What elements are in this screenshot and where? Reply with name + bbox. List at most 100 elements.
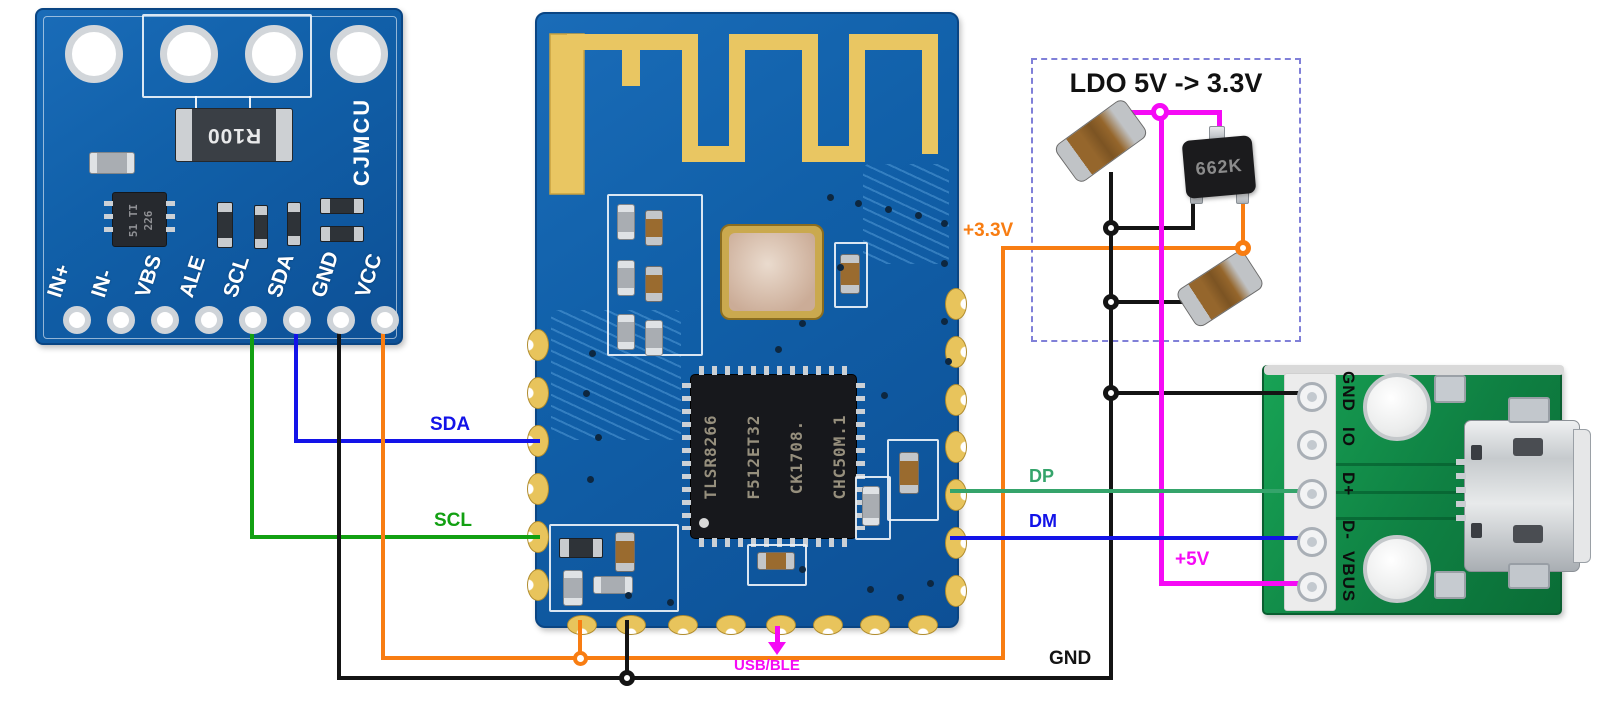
wire-33v-bottom-rail [381, 656, 1005, 660]
usb-pad-gnd [1297, 382, 1327, 412]
junction-5v [1151, 103, 1169, 121]
castellation-pad [567, 615, 597, 635]
castellation-pad [945, 431, 967, 463]
wire-ldo-branch1-v [1191, 188, 1195, 230]
shunt-silkscreen-outline [142, 14, 312, 98]
mounting-hole [1363, 535, 1431, 603]
smd-component [617, 260, 635, 296]
silkscreen-stub [195, 96, 197, 112]
label-scl: SCL [434, 510, 472, 531]
junction-gnd-3 [1103, 385, 1119, 401]
ldo-regulator-marking: 662K [1194, 154, 1244, 179]
usb-ble-arrow-stem [775, 626, 780, 642]
shunt-resistor: R100 [175, 108, 293, 162]
wire-5v-main-vertical [1159, 110, 1164, 586]
smd-component [617, 314, 635, 350]
label-5v: +5V [1175, 549, 1210, 570]
ldo-circuit-box: LDO 5V -> 3.3V [1031, 58, 1301, 342]
via-dot [775, 346, 782, 353]
usb-ble-arrow-icon [768, 642, 786, 655]
usb-pad-vbus [1297, 572, 1327, 602]
via-dot [855, 200, 862, 207]
copper-traces [863, 164, 949, 264]
soc-marking-line2: F512ET32 [744, 414, 763, 500]
soc-pins-top [699, 366, 848, 375]
castellation-pad [945, 575, 967, 607]
passives-group [549, 524, 679, 612]
sensor-ic: 51 TI 226 [104, 192, 175, 247]
smd-component [593, 576, 633, 594]
pcb-trace [1336, 463, 1466, 466]
castellation-pad [945, 288, 967, 320]
wire-5v-to-vbus [1159, 581, 1310, 586]
via-dot [595, 434, 602, 441]
castellation-pad [908, 615, 938, 635]
label-gnd: GND [1049, 648, 1092, 669]
smd-component [840, 254, 860, 294]
via-dot [897, 594, 904, 601]
soc-marking-line4: CHC50M.1 [830, 414, 849, 500]
usb-pin-label: GND [1339, 371, 1358, 412]
label-usb-ble: USB/BLE [734, 657, 800, 674]
capacitor [89, 152, 135, 174]
soc-pins-right [856, 383, 865, 530]
wire-vcc-left-vertical [381, 322, 385, 660]
castellation-pad [945, 479, 967, 511]
castellation-pad [945, 527, 967, 559]
board-brand-label: CJMCU [349, 97, 374, 187]
label-dp: DP [1029, 466, 1055, 486]
usb-connector-foot [1471, 523, 1482, 538]
crystal-oscillator [720, 224, 824, 320]
micro-usb-connector [1456, 420, 1591, 572]
smd-component [757, 552, 795, 570]
wire-ldo-branch2-h [1109, 300, 1195, 304]
junction-vcc-rail [573, 651, 588, 666]
via-dot [941, 318, 948, 325]
ic-marking-line1: 51 TI [126, 203, 140, 238]
via-dot [799, 566, 806, 573]
usb-connector-slot [1513, 525, 1543, 543]
pin-hole [371, 306, 399, 334]
antenna-trace [549, 33, 938, 195]
label-dm: DM [1029, 511, 1057, 531]
current-sensor-board: R100 51 TI 226 CJMCU [35, 8, 403, 345]
usb-pin-label: D+ [1339, 472, 1358, 497]
via-dot [945, 358, 952, 365]
usb-breakout-board: GND IO D+ D- VBUS [1262, 365, 1591, 615]
ic-marking-line2: 226 [141, 210, 155, 231]
mounting-hole [1363, 373, 1431, 441]
soc-pins-left [682, 383, 691, 530]
shunt-resistor-label: R100 [206, 124, 262, 147]
label-sda: SDA [430, 414, 471, 435]
pin-hole [239, 306, 267, 334]
via-dot [625, 592, 632, 599]
via-dot [667, 599, 674, 606]
via-dot [915, 212, 922, 219]
pin1-marker [699, 518, 709, 528]
pin-hole [151, 306, 179, 334]
junction-gnd-1 [1103, 220, 1119, 236]
soc-pins-bottom [699, 538, 848, 547]
smd-component [899, 452, 919, 494]
castellation-pad [527, 329, 549, 361]
mounting-hole [330, 25, 388, 83]
via-dot [837, 264, 844, 271]
usb-solder-tab [1508, 563, 1550, 589]
wire-33v-top-horizontal [1001, 246, 1247, 250]
junction-33v-out [1235, 240, 1251, 256]
solder-pad [1434, 571, 1466, 599]
usb-pin-label: VBUS [1339, 551, 1358, 603]
wire-sda-vertical [294, 319, 298, 443]
usb-pad-io [1297, 430, 1327, 460]
passives-group [747, 544, 807, 586]
ic-pins-right [166, 201, 175, 238]
ble-soc-chip: TLSR8266 F512ET32 CK1708. CHC50M.1 [682, 366, 865, 547]
usb-connector-foot [1471, 445, 1482, 460]
soc-marking-line1: TLSR8266 [701, 414, 720, 500]
via-dot [589, 350, 596, 357]
castellation-pad [813, 615, 843, 635]
solder-pad [1434, 375, 1466, 403]
wire-33v-right-vertical [1001, 250, 1005, 660]
smd-component [563, 570, 583, 606]
